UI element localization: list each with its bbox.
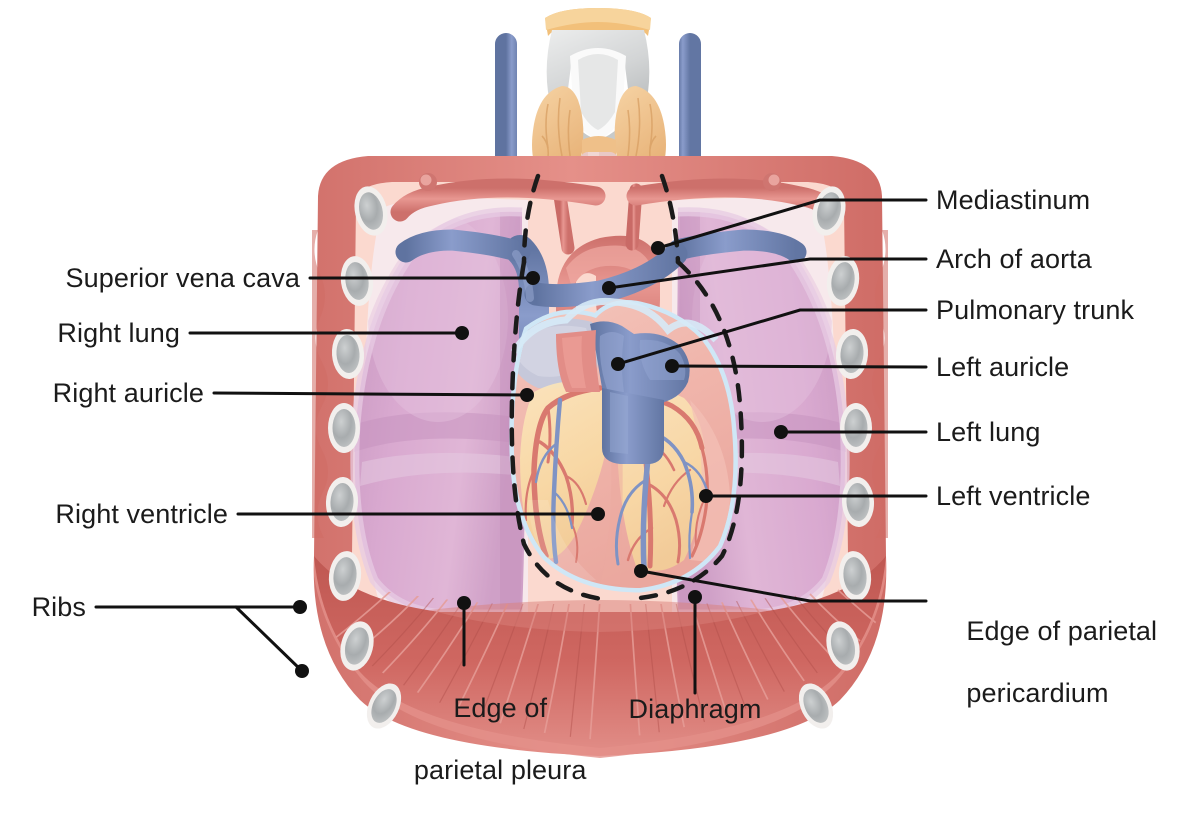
label-right-auricle: Right auricle	[52, 378, 204, 408]
anatomy-diagram: Superior vena cava Right lung Right auri…	[31, 8, 1158, 785]
label-diaphragm: Diaphragm	[628, 694, 762, 724]
mediastinum-dash-right	[659, 173, 681, 265]
label-edge-parietal-pericardium-line2: pericardium	[966, 678, 1109, 708]
label-arch-of-aorta: Arch of aorta	[936, 244, 1092, 274]
leader-lines-group	[94, 198, 928, 695]
mediastinum-dash-left	[521, 173, 541, 265]
label-left-auricle: Left auricle	[936, 352, 1070, 382]
leader-left-auricle	[670, 364, 928, 369]
pericardium-dash-left	[509, 259, 613, 603]
label-right-ventricle: Right ventricle	[55, 499, 228, 529]
leader-right-auricle	[212, 391, 529, 397]
label-pulmonary-trunk: Pulmonary trunk	[936, 295, 1135, 325]
label-edge-parietal-pleura-line1: Edge of	[453, 693, 548, 723]
leader-mediastinum	[656, 198, 928, 250]
label-edge-parietal-pericardium: Edge of parietal pericardium	[936, 585, 1157, 740]
label-superior-vena-cava: Superior vena cava	[65, 263, 300, 293]
leader-pulmonary-trunk	[616, 308, 928, 366]
leader-arch-of-aorta	[607, 257, 928, 290]
label-ribs: Ribs	[31, 592, 86, 622]
label-left-ventricle: Left ventricle	[936, 481, 1091, 511]
label-edge-parietal-pleura: Edge of parietal pleura	[380, 662, 590, 817]
label-edge-parietal-pericardium-line1: Edge of parietal	[966, 616, 1158, 646]
leader-edge-parietal-pericardium	[639, 569, 928, 603]
label-left-lung: Left lung	[936, 417, 1041, 447]
label-right-lung: Right lung	[57, 318, 180, 348]
thorax-illustration	[94, 8, 928, 758]
label-mediastinum: Mediastinum	[936, 185, 1091, 215]
label-edge-parietal-pleura-line2: parietal pleura	[413, 755, 587, 785]
heart-group	[509, 297, 738, 593]
leader-ribs-lower	[234, 605, 304, 673]
